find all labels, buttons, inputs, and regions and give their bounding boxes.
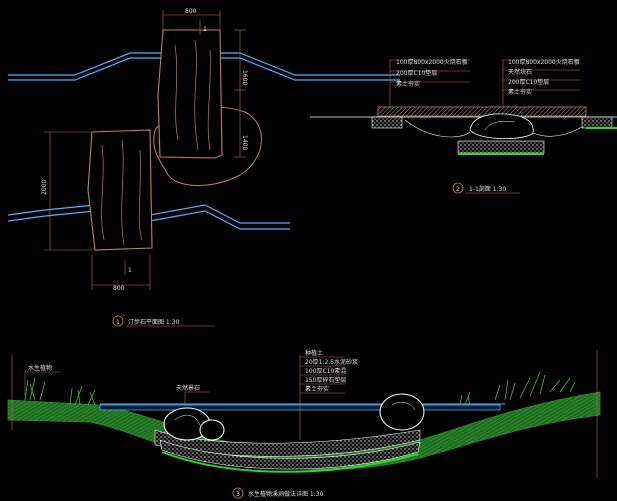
section-right-label-4: 素土夯实 <box>508 88 532 96</box>
stream-layer-1: 种植土 <box>305 349 323 357</box>
stream-title-num: 3 <box>236 491 240 498</box>
dim-left: 2000 <box>41 180 48 195</box>
stream-layer-3: 100厚C10素混 <box>305 367 346 375</box>
stream-layer-5: 素土夯实 <box>305 385 329 393</box>
cut-mark-top: 1 <box>203 26 207 33</box>
cut-mark-bottom: 1 <box>128 267 132 274</box>
section-view: 100厚800x2000火烧石板 200厚C10垫层 素土夯实 100厚800x… <box>310 58 617 194</box>
footing-center <box>457 140 545 154</box>
dim-bottom: 800 <box>113 285 125 292</box>
section-right-label-1: 100厚800x2000火烧石板 <box>508 58 580 66</box>
dim-right-1: 1600 <box>241 70 248 85</box>
stepping-stone-lower <box>87 129 153 251</box>
stream-detail: 水生植物 天然景石 种植土 20厚1:2.5水泥砂浆 100厚C10素混 150… <box>7 349 601 499</box>
section-right-label-3: 200厚C10垫层 <box>508 78 549 86</box>
natural-rock <box>469 113 534 139</box>
stepping-stone-upper <box>157 29 223 159</box>
section-title-num: 2 <box>456 186 460 193</box>
stream-layer-2: 20厚1:2.5水泥砂浆 <box>305 358 358 366</box>
aquatic-plants <box>24 371 576 406</box>
dimension-lines <box>44 10 246 290</box>
landscape-rock-2 <box>199 419 225 441</box>
stream-stone-label: 天然景石 <box>176 384 200 392</box>
section-left-label-1: 100厚800x2000火烧石板 <box>396 58 468 66</box>
landscape-rock-3 <box>379 393 425 431</box>
dim-right-2: 1400 <box>241 135 248 150</box>
plan-title: 汀步石平面图 1:30 <box>128 318 180 326</box>
section-right-label-2: 天然块石 <box>508 68 532 76</box>
plan-title-num: 1 <box>116 319 120 326</box>
section-left-label-3: 素土夯实 <box>396 80 420 88</box>
stream-title: 水生植物溪涧做法详图 1:30 <box>248 490 324 498</box>
stream-left-label: 水生植物 <box>28 364 52 372</box>
section-title: 1-1剖面 1:30 <box>469 185 506 193</box>
dim-top: 800 <box>185 8 197 15</box>
footing-left <box>371 116 403 129</box>
stone-slab <box>377 106 587 117</box>
stream-layer-4: 150厚碎石垫层 <box>305 376 346 384</box>
footing-right <box>581 116 613 129</box>
section-left-label-2: 200厚C10垫层 <box>396 69 437 77</box>
plan-view: 800 1 1600 1400 2000 800 1 1 汀步石平面图 1:30 <box>7 8 400 327</box>
